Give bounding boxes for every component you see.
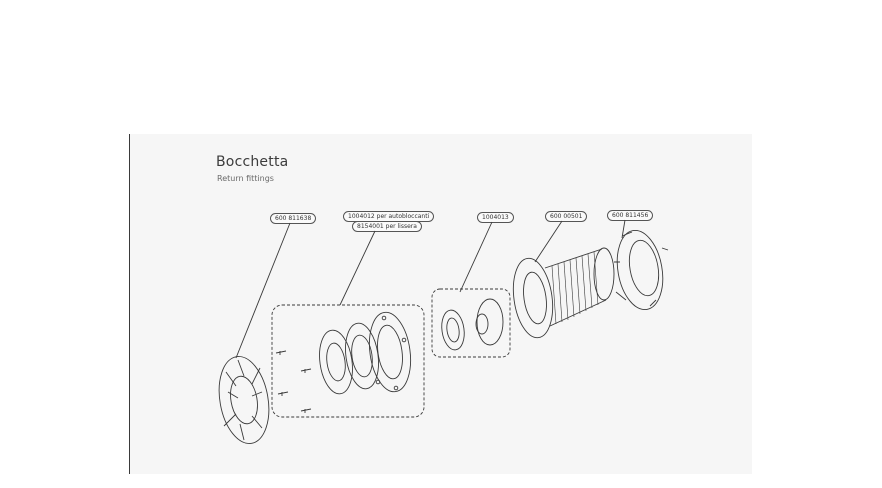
gasket-kit-group <box>271 304 425 418</box>
page-subtitle: Return fittings <box>217 174 274 183</box>
part-label-nozzle: 1004013 <box>477 212 514 223</box>
leader-lines <box>235 219 626 359</box>
part-label-lock-nut: 600 811456 <box>607 210 654 221</box>
part-label-flange-cover: 600 811638 <box>270 213 317 224</box>
part-label-gasket-kit-2: 8154001 per lissera <box>352 221 422 232</box>
flange-cover-part <box>218 356 270 444</box>
part-label-body: 600 00501 <box>545 211 588 222</box>
nozzle-group <box>431 288 511 358</box>
lock-nut-part <box>614 229 669 311</box>
page-title: Bocchetta <box>216 154 289 170</box>
fitting-body-part <box>512 247 615 339</box>
